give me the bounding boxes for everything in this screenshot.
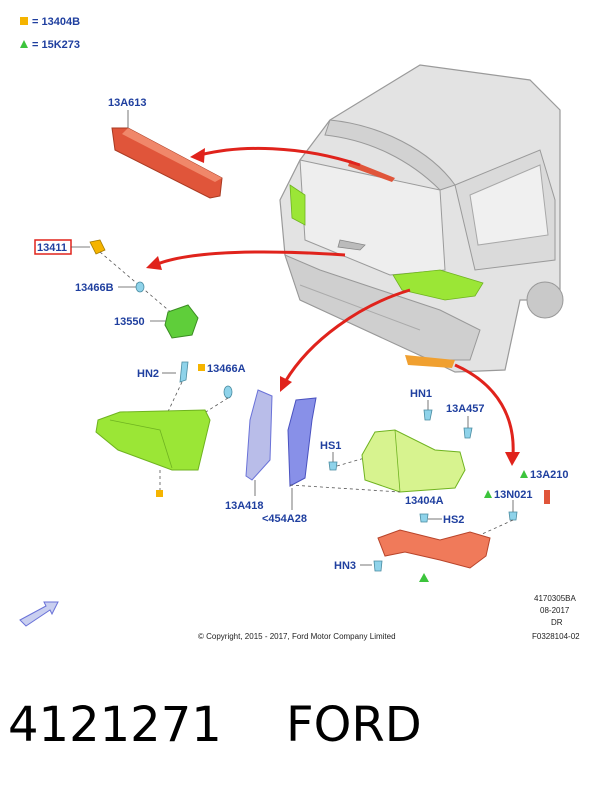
label-13A457: 13A457 bbox=[446, 403, 485, 415]
legend-item-triangle: = 15K273 bbox=[32, 39, 80, 51]
clip-13N021 bbox=[508, 511, 518, 521]
label-13466B: 13466B bbox=[75, 282, 114, 294]
label-13550: 13550 bbox=[114, 316, 145, 328]
legend-triangle-icon bbox=[20, 40, 28, 48]
arrow-head-reflector bbox=[505, 452, 520, 466]
label-13404A: 13404A bbox=[405, 495, 444, 507]
part-number-caption: 4121271 bbox=[8, 697, 222, 753]
legend-square-icon bbox=[20, 17, 28, 25]
arrow-to-brake-lamp bbox=[199, 146, 361, 167]
label-HN1: HN1 bbox=[410, 388, 432, 400]
part-13A418 bbox=[245, 389, 273, 481]
part-13A613 bbox=[111, 127, 223, 199]
vehicle-right-lamp bbox=[392, 269, 484, 301]
copyright: © Copyright, 2015 - 2017, Ford Motor Com… bbox=[198, 632, 396, 641]
label-13A210: 13A210 bbox=[530, 469, 569, 481]
orientation-arrow-icon bbox=[19, 601, 59, 627]
screw-13A457 bbox=[463, 427, 473, 439]
square-marker-bulb bbox=[156, 490, 163, 497]
label-13466A: 13466A bbox=[207, 363, 246, 375]
triangle-marker-13N021 bbox=[484, 490, 492, 498]
arrow-to-reflector bbox=[454, 363, 515, 456]
arrow-to-left-lamp bbox=[283, 288, 411, 383]
label-454A28: <454A28 bbox=[262, 513, 307, 525]
label-HN3: HN3 bbox=[334, 560, 356, 572]
part-454A28 bbox=[287, 397, 317, 487]
legend-item-square: = 13404B bbox=[32, 16, 80, 28]
vehicle-reflector bbox=[405, 355, 455, 368]
screw-HS1 bbox=[328, 461, 338, 471]
screw-HN1 bbox=[423, 409, 433, 421]
screw-HN3 bbox=[373, 560, 383, 572]
vehicle-left-lamp bbox=[289, 184, 306, 226]
label-HN2: HN2 bbox=[137, 368, 159, 380]
triangle-marker-reflector bbox=[419, 573, 429, 582]
arrow-head-brake-lamp bbox=[190, 148, 205, 163]
label-13411: 13411 bbox=[37, 242, 67, 254]
part-rear-reflector bbox=[377, 529, 491, 569]
arrow-to-license-lamp bbox=[154, 250, 346, 267]
doc-id: 4170305BA bbox=[534, 594, 576, 603]
screw-HS2 bbox=[419, 513, 429, 523]
screw-HN2 bbox=[179, 361, 189, 383]
arrow-head-left-lamp bbox=[280, 376, 292, 392]
part-13A210 bbox=[544, 490, 550, 504]
arrow-head-license-lamp bbox=[146, 256, 162, 270]
socket-13466B bbox=[135, 281, 145, 293]
label-HS1: HS1 bbox=[320, 440, 341, 452]
part-left-tail-lamp bbox=[95, 409, 211, 471]
doc-ref: F0328104-02 bbox=[532, 632, 580, 641]
socket-13466A bbox=[223, 385, 233, 399]
triangle-marker-13A210 bbox=[520, 470, 528, 478]
square-marker-13466A bbox=[198, 364, 205, 371]
brand-caption: FORD bbox=[286, 697, 422, 753]
vehicle-rear bbox=[279, 64, 564, 373]
part-13550 bbox=[164, 304, 199, 339]
bulb-13411 bbox=[89, 239, 106, 255]
legend: = 13404B = 15K273 bbox=[20, 16, 80, 51]
doc-code: DR bbox=[551, 618, 563, 627]
label-13A613: 13A613 bbox=[108, 97, 147, 109]
callout-arrows bbox=[146, 146, 520, 466]
part-13404A bbox=[361, 429, 466, 493]
label-13A418: 13A418 bbox=[225, 500, 264, 512]
doc-date: 08-2017 bbox=[540, 606, 570, 615]
label-13N021: 13N021 bbox=[494, 489, 533, 501]
label-HS2: HS2 bbox=[443, 514, 464, 526]
